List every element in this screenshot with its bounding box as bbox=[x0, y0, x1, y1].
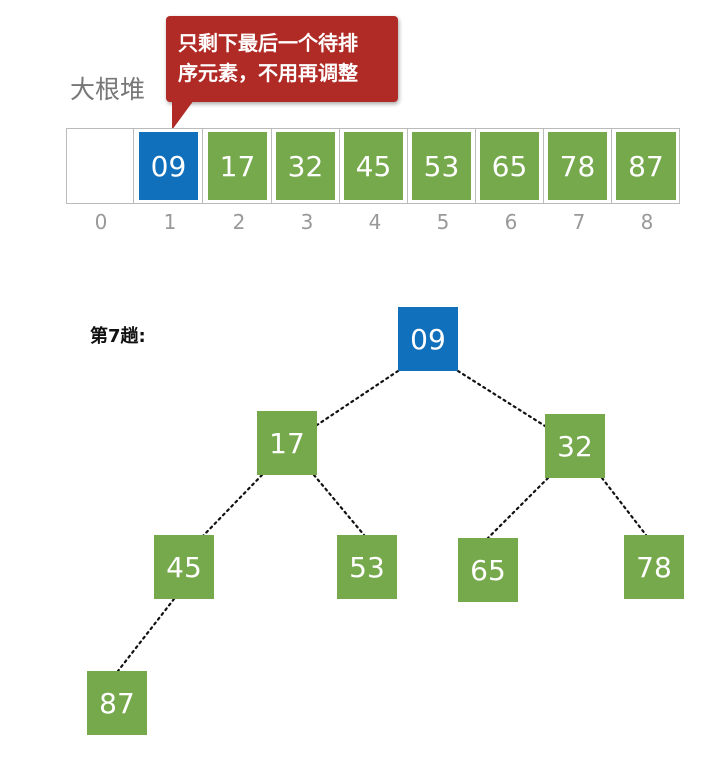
tree-edge-3 bbox=[198, 473, 264, 541]
array-value-6: 65 bbox=[480, 132, 539, 200]
array-index-8: 8 bbox=[640, 210, 654, 234]
tree-node-87: 87 bbox=[87, 671, 147, 735]
tree-edge-5 bbox=[486, 476, 550, 540]
array-value-4: 45 bbox=[344, 132, 403, 200]
tree-edge-4 bbox=[312, 473, 366, 537]
tree-edge-6 bbox=[600, 476, 648, 537]
tree-node-17: 17 bbox=[257, 411, 317, 475]
array-cell-8: 87 bbox=[612, 128, 680, 204]
array-cell-5: 53 bbox=[408, 128, 476, 204]
array-index-2: 2 bbox=[232, 210, 246, 234]
tree-edge-1 bbox=[315, 369, 400, 427]
array-cell-6: 65 bbox=[476, 128, 544, 204]
array-value-2: 17 bbox=[208, 132, 267, 200]
tree-node-32: 32 bbox=[545, 414, 605, 478]
array-cell-3: 32 bbox=[272, 128, 340, 204]
array-index-4: 4 bbox=[368, 210, 382, 234]
array-index-5: 5 bbox=[436, 210, 450, 234]
array-index-6: 6 bbox=[504, 210, 518, 234]
array-cell-2: 17 bbox=[204, 128, 272, 204]
callout-line-1: 只剩下最后一个待排 bbox=[178, 31, 358, 55]
array-value-7: 78 bbox=[548, 132, 607, 200]
callout-line-2: 序元素，不用再调整 bbox=[178, 61, 358, 85]
array-index-1: 1 bbox=[163, 210, 177, 234]
array-cell-0 bbox=[66, 128, 134, 204]
array-cell-1: 09 bbox=[135, 128, 203, 204]
tree-node-09: 09 bbox=[398, 307, 458, 371]
heap-title: 大根堆 bbox=[70, 75, 146, 104]
array-index-0: 0 bbox=[94, 210, 108, 234]
tree-edge-2 bbox=[456, 369, 547, 428]
tree-node-65: 65 bbox=[458, 538, 518, 602]
tree-node-78: 78 bbox=[624, 535, 684, 599]
tree-node-53: 53 bbox=[337, 535, 397, 599]
tree-edge-7 bbox=[116, 597, 176, 673]
array-index-7: 7 bbox=[572, 210, 586, 234]
array-cell-7: 78 bbox=[544, 128, 612, 204]
tree-node-45: 45 bbox=[154, 535, 214, 599]
callout-bubble: 只剩下最后一个待排 序元素，不用再调整 bbox=[166, 16, 398, 102]
array-value-1: 09 bbox=[139, 132, 198, 200]
array-value-5: 53 bbox=[412, 132, 471, 200]
array-value-8: 87 bbox=[616, 132, 676, 200]
callout-pointer bbox=[172, 100, 194, 130]
array-index-3: 3 bbox=[300, 210, 314, 234]
array-cell-4: 45 bbox=[340, 128, 408, 204]
pass-label: 第7趟: bbox=[90, 326, 146, 347]
array-value-3: 32 bbox=[276, 132, 335, 200]
